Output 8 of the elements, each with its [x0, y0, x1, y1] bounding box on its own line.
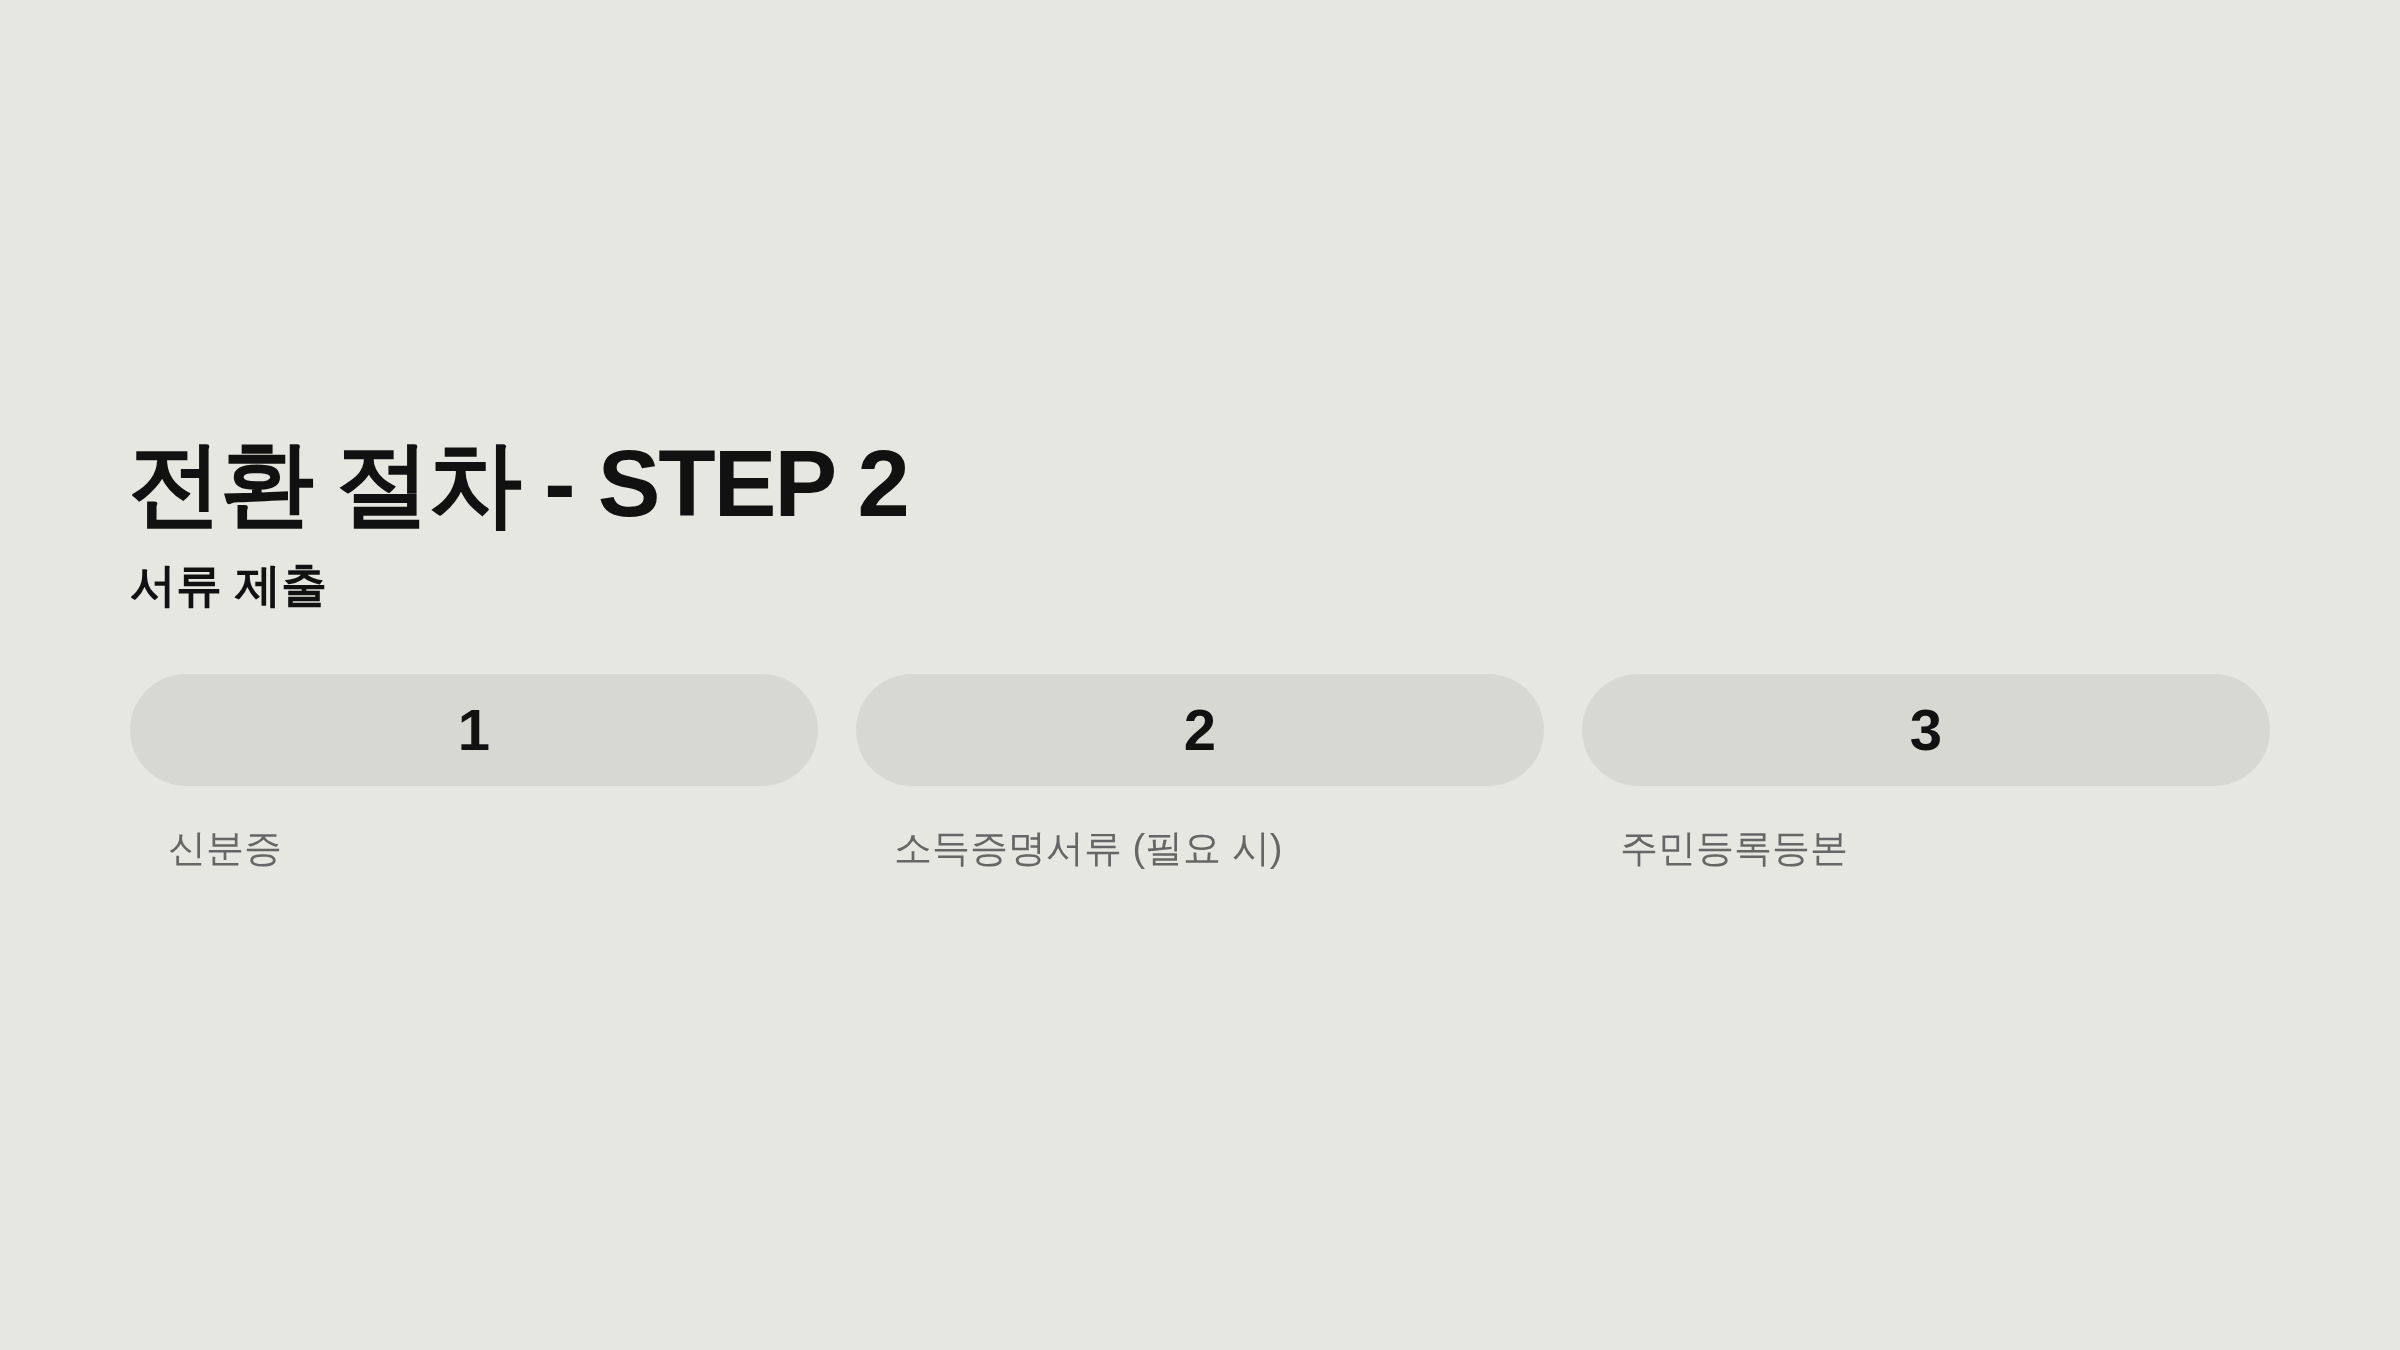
- step-number: 3: [1909, 701, 1943, 759]
- step-number: 2: [1183, 701, 1217, 759]
- document-name: 소득증명서류 (필요 시): [894, 826, 1283, 871]
- subtitle: 서류 제출: [130, 558, 327, 613]
- slide-title: 전환 절차 - STEP 2: [128, 430, 908, 538]
- step-number: 1: [457, 701, 491, 759]
- document-name: 주민등록등본: [1620, 826, 1848, 871]
- document-name: 신분증: [168, 826, 282, 871]
